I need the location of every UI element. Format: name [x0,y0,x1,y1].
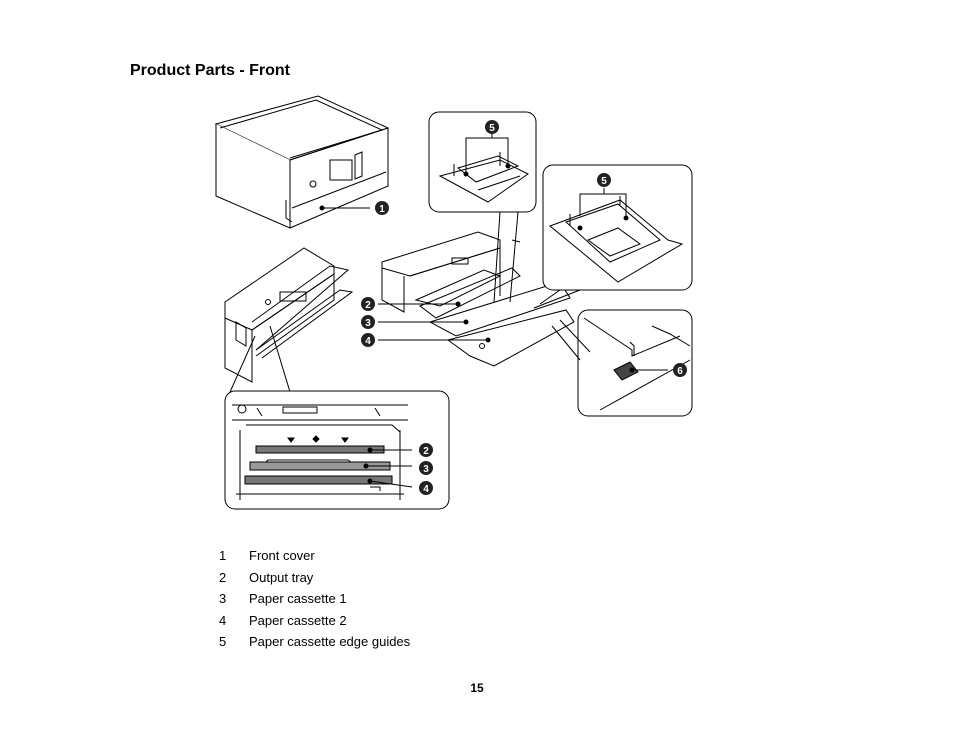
legend-label: Output tray [249,569,314,585]
printer-open-center-drawing [381,231,575,367]
svg-text:5: 5 [601,176,607,187]
page-title: Product Parts - Front [130,62,291,79]
svg-text:3: 3 [423,464,429,475]
callout-5-large-inset: 5 [597,173,611,187]
legend-number: 1 [219,548,227,564]
legend-item: 4 Paper cassette 2 [219,610,410,632]
zoom-trays-inset [224,390,450,510]
legend-item: 3 Paper cassette 1 [219,588,410,610]
page-number: 15 [470,681,484,695]
svg-text:4: 4 [423,484,429,495]
legend-number: 5 [219,634,227,650]
svg-text:6: 6 [677,366,683,377]
printer-front-illustration: 1 2 3 4 2 3 4 5 5 6 [214,95,693,510]
callout-2-inset: 2 [419,443,433,457]
callout-5-small-inset: 5 [485,120,499,134]
callout-3-main: 3 [361,315,375,329]
legend-item: 5 Paper cassette edge guides [219,631,410,653]
printer-closed-drawing [214,95,390,229]
zoom-cassette-2-inset [542,164,693,291]
printer-open-left-drawing [224,247,354,383]
legend-item: 1 Front cover [219,545,410,567]
legend-item: 2 Output tray [219,567,410,589]
legend-number: 4 [219,612,227,628]
callout-2-main: 2 [361,297,375,311]
callout-6: 6 [673,363,687,377]
svg-text:2: 2 [365,300,371,311]
legend-label: Paper cassette edge guides [249,634,411,650]
svg-text:2: 2 [423,446,429,457]
legend-label: Paper cassette 2 [249,612,347,628]
svg-text:5: 5 [489,123,495,134]
callout-4-main: 4 [361,333,375,347]
callout-3-inset: 3 [419,461,433,475]
svg-text:1: 1 [379,204,385,215]
legend-number: 2 [219,569,227,585]
callout-4-inset: 4 [419,481,433,495]
callout-1: 1 [375,201,389,215]
legend-label: Paper cassette 1 [249,591,347,607]
svg-text:4: 4 [365,336,371,347]
legend-label: Front cover [249,548,315,564]
zoom-cassette-1-inset [428,111,537,213]
legend-number: 3 [219,591,227,607]
svg-text:3: 3 [365,318,371,329]
zoom-lever-inset [577,309,693,417]
